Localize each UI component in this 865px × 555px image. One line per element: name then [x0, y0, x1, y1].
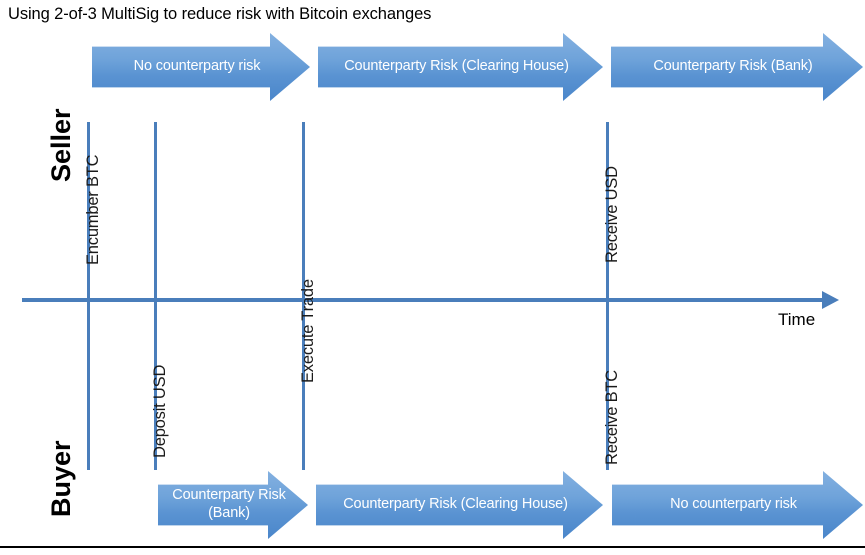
- seller-phase-arrow-3: Counterparty Risk (Bank): [611, 33, 863, 101]
- buyer-phase-arrow-2: Counterparty Risk (Clearing House): [316, 471, 603, 539]
- page-bottom-rule: [0, 546, 865, 548]
- event-label-encumber-btc: Encumber BTC: [84, 154, 102, 265]
- event-label-receive-btc: Receive BTC: [603, 370, 621, 465]
- buyer-phase-label-3: No counterparty risk: [670, 496, 797, 513]
- event-line-execute-trade: [302, 122, 305, 470]
- event-label-receive-usd: Receive USD: [603, 166, 621, 263]
- buyer-phase-label-1: Counterparty Risk (Bank): [172, 487, 286, 521]
- event-label-deposit-usd: Deposit USD: [151, 364, 169, 458]
- page-title: Using 2-of-3 MultiSig to reduce risk wit…: [8, 5, 432, 23]
- buyer-phase-arrow-3: No counterparty risk: [612, 471, 863, 539]
- time-axis-arrowhead: [822, 291, 839, 309]
- event-line-encumber-btc: [87, 122, 90, 470]
- time-axis-label: Time: [778, 310, 816, 329]
- time-axis-line: [22, 298, 826, 302]
- buyer-phase-arrow-1: Counterparty Risk (Bank): [158, 471, 308, 539]
- seller-phase-label-2: Counterparty Risk (Clearing House): [344, 58, 569, 75]
- seller-phase-arrow-1: No counterparty risk: [92, 33, 310, 101]
- seller-phase-arrow-2: Counterparty Risk (Clearing House): [318, 33, 603, 101]
- seller-phase-label-1: No counterparty risk: [133, 58, 261, 75]
- event-label-execute-trade: Execute Trade: [299, 279, 317, 383]
- event-line-deposit-usd: [154, 122, 157, 470]
- event-line-receive: [606, 122, 609, 470]
- party-label-buyer: Buyer: [46, 440, 76, 517]
- party-label-seller: Seller: [46, 108, 76, 182]
- seller-phase-label-3: Counterparty Risk (Bank): [653, 58, 813, 75]
- buyer-phase-label-2: Counterparty Risk (Clearing House): [343, 496, 568, 513]
